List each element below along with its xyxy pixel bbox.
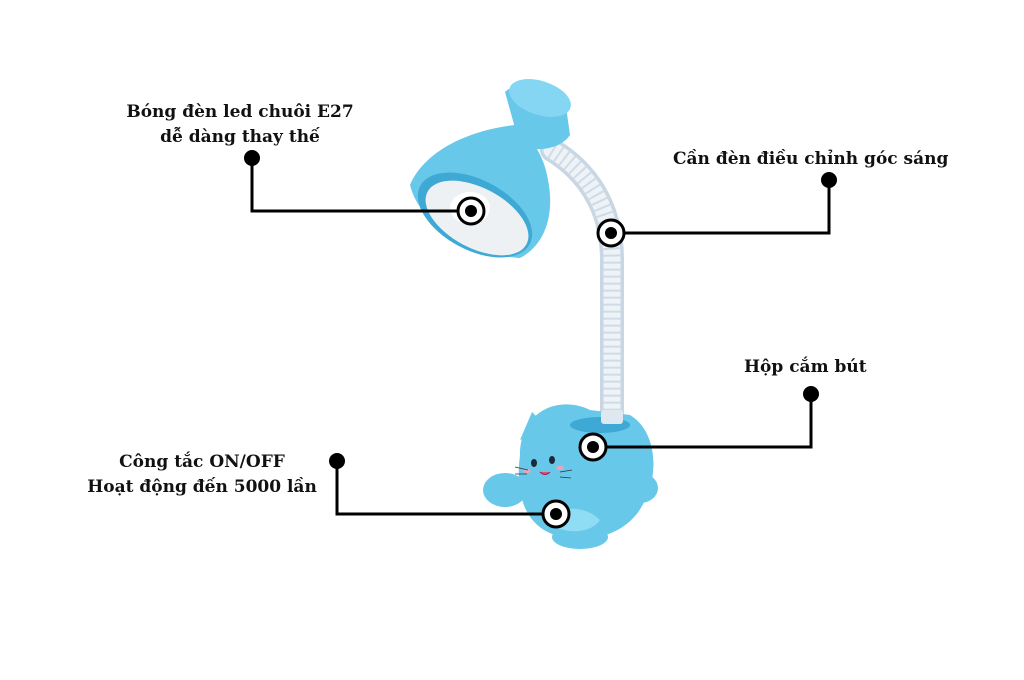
arm-label-line1: Cần đèn điều chỉnh góc sáng xyxy=(673,149,949,169)
lamp-base xyxy=(483,404,658,549)
target-marker-icon xyxy=(456,196,486,226)
dot-markers xyxy=(244,150,837,469)
bulb-label-line2: dễ dàng thay thế xyxy=(160,127,320,147)
pen-holder-leader-line xyxy=(593,394,813,449)
target-marker-icon xyxy=(541,499,571,529)
switch-label: Công tắc ON/OFF Hoạt động đến 5000 lần xyxy=(62,450,342,500)
bulb-leader-line xyxy=(250,158,471,213)
target-markers xyxy=(456,196,626,529)
arm-label: Cần đèn điều chỉnh góc sáng xyxy=(673,147,948,172)
switch-label-line2: Hoạt động đến 5000 lần xyxy=(87,477,317,497)
flexible-neck xyxy=(540,138,624,432)
lamp-shade xyxy=(410,79,571,258)
dot-marker-icon xyxy=(803,386,819,402)
dot-marker-icon xyxy=(821,172,837,188)
switch-label-line1: Công tắc ON/OFF xyxy=(119,452,285,472)
pen-holder-label-line1: Hộp cắm bút xyxy=(744,357,867,377)
target-marker-icon xyxy=(596,218,626,248)
dot-marker-icon xyxy=(244,150,260,166)
switch-leader-line xyxy=(335,461,556,516)
bulb-label-line1: Bóng đèn led chuôi E27 xyxy=(126,102,354,122)
pen-holder-label: Hộp cắm bút xyxy=(744,355,867,380)
arm-leader-line xyxy=(611,180,831,235)
dot-marker-icon xyxy=(329,453,345,469)
bulb-label: Bóng đèn led chuôi E27 dễ dàng thay thế xyxy=(110,100,370,150)
cat-face-icon xyxy=(514,456,573,479)
leader-lines xyxy=(250,158,831,516)
target-marker-icon xyxy=(578,432,608,462)
lamp-illustration xyxy=(410,79,658,549)
